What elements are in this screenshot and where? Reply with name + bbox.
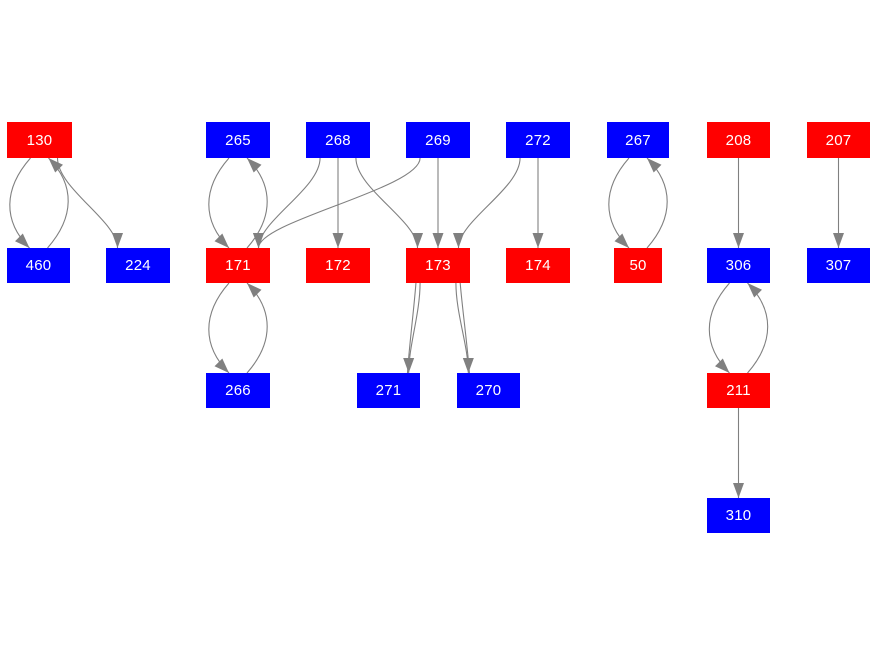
graph-edge-269-to-171 (257, 157, 421, 249)
graph-node-171[interactable]: 171 (206, 248, 270, 283)
graph-node-224[interactable]: 224 (106, 248, 170, 283)
graph-edge-130-to-224 (56, 157, 119, 249)
graph-edge-267-to-50 (608, 157, 630, 249)
arrowhead-208-to-306 (733, 233, 744, 248)
arrowhead-171-to-265 (247, 158, 262, 173)
graph-node-265[interactable]: 265 (206, 122, 270, 158)
graph-node-306[interactable]: 306 (707, 248, 770, 283)
graph-edge-268-to-171 (257, 157, 321, 249)
graph-edge-171-to-266 (208, 282, 230, 374)
graph-node-271[interactable]: 271 (357, 373, 420, 408)
graph-edge-460-to-130 (47, 157, 69, 249)
graph-node-211[interactable]: 211 (707, 373, 770, 408)
graph-edge-268-to-173 (355, 157, 419, 249)
graph-node-207[interactable]: 207 (807, 122, 870, 158)
graph-node-272[interactable]: 272 (506, 122, 570, 158)
arrowhead-211-to-306 (747, 283, 762, 298)
graph-node-173[interactable]: 173 (406, 248, 470, 283)
arrowhead-265-to-171 (214, 233, 229, 248)
arrowhead-130-to-224 (112, 233, 124, 248)
graph-node-208[interactable]: 208 (707, 122, 770, 158)
graph-edge-50-to-267 (646, 157, 668, 249)
graph-node-174[interactable]: 174 (506, 248, 570, 283)
graph-node-50[interactable]: 50 (614, 248, 662, 283)
graph-node-172[interactable]: 172 (306, 248, 370, 283)
graph-node-269[interactable]: 269 (406, 122, 470, 158)
arrowhead-268-to-173 (412, 233, 424, 248)
arrowhead-171-to-266 (214, 358, 229, 373)
arrowhead-306-to-211 (715, 358, 730, 373)
arrowhead-266-to-171 (247, 283, 262, 298)
graph-node-266[interactable]: 266 (206, 373, 270, 408)
graph-edge-306-to-211 (708, 282, 730, 374)
graph-node-307[interactable]: 307 (807, 248, 870, 283)
graph-edge-265-to-171 (208, 157, 230, 249)
arrowhead-269-to-171 (252, 233, 264, 248)
graph-node-460[interactable]: 460 (7, 248, 70, 283)
arrowhead-268-to-172 (332, 233, 344, 248)
graph-edge-272-to-173 (457, 157, 521, 249)
arrowhead-211-to-310 (733, 483, 744, 498)
graph-node-270[interactable]: 270 (457, 373, 520, 408)
graph-edge-211-to-306 (747, 282, 769, 374)
arrowhead-272-to-174 (532, 233, 544, 248)
arrowhead-460-to-130 (48, 158, 63, 173)
graph-edge-266-to-171 (246, 282, 268, 374)
arrowhead-130-to-460 (15, 233, 30, 248)
arrowhead-269-to-173 (432, 233, 444, 248)
arrowhead-207-to-307 (833, 233, 844, 248)
graph-node-267[interactable]: 267 (607, 122, 669, 158)
arrowhead-50-to-267 (647, 158, 662, 173)
graph-node-130[interactable]: 130 (7, 122, 72, 158)
graph-node-268[interactable]: 268 (306, 122, 370, 158)
arrowhead-272-to-173 (452, 233, 464, 248)
graph-edge-130-to-460 (9, 157, 31, 249)
graph-node-310[interactable]: 310 (707, 498, 770, 533)
arrowhead-267-to-50 (614, 233, 629, 248)
